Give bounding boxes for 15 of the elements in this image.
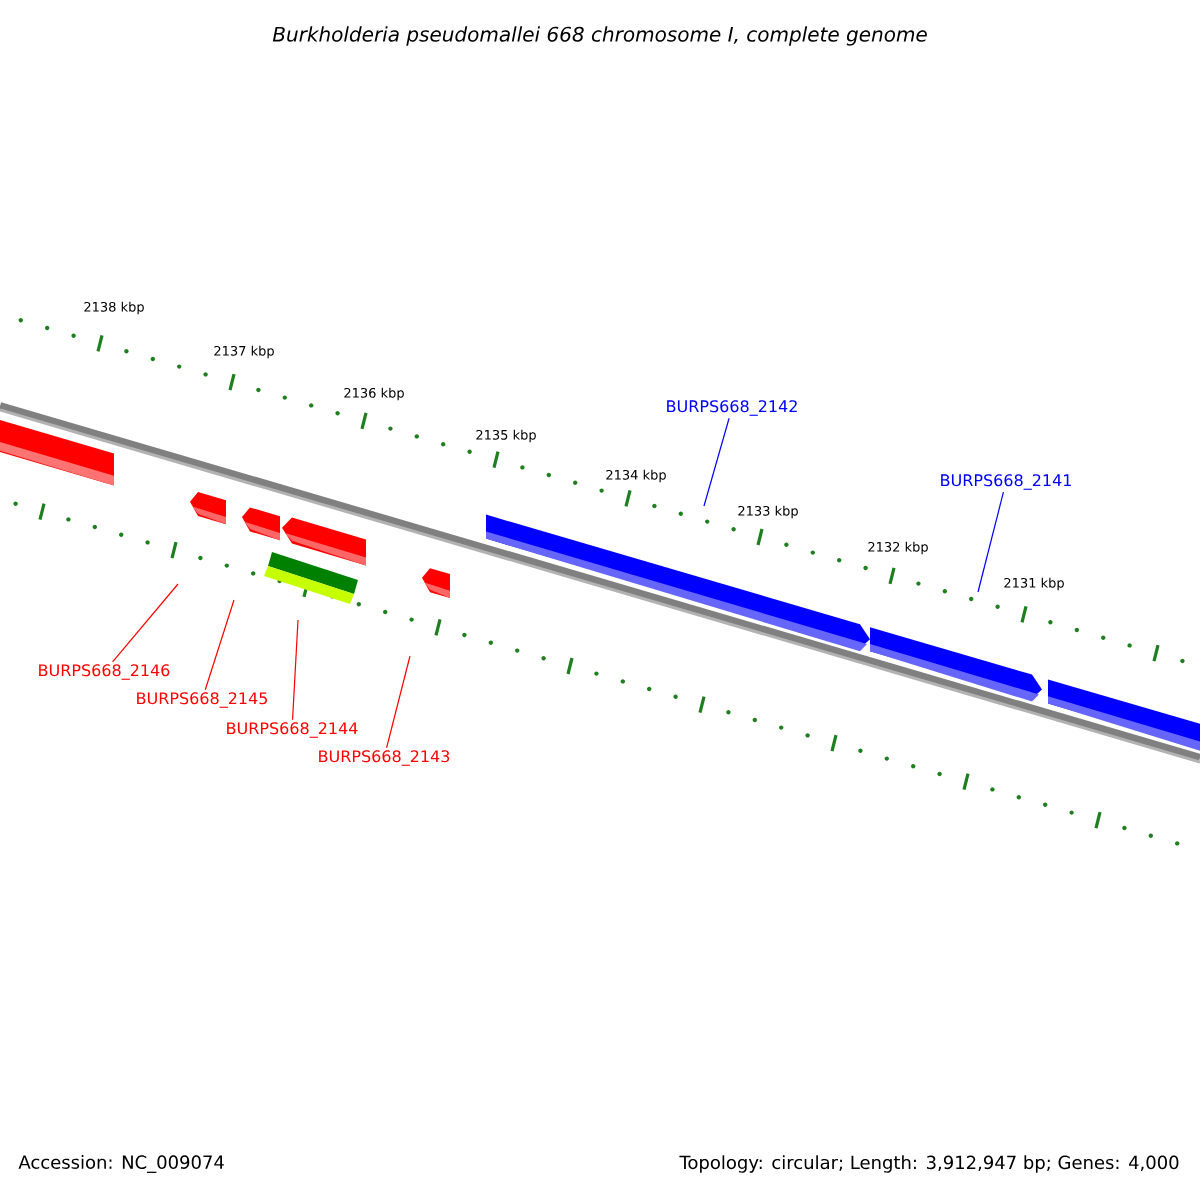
leader-line: [112, 583, 179, 663]
gene-label: BURPS668_2146: [39, 664, 170, 680]
leader-line: [204, 599, 235, 691]
gene-label: BURPS668_2143: [319, 750, 450, 766]
title: Burkholderia pseudomallei 668 chromosome I, complete genome: [272, 26, 927, 46]
leader-line: [291, 619, 299, 721]
gene-label: BURPS668_2144: [227, 722, 358, 738]
gene-label: BURPS668_2141: [941, 474, 1071, 490]
leader-line: [977, 491, 1004, 593]
gene-label: BURPS668_2142: [667, 400, 797, 416]
leader-line: [386, 655, 411, 749]
genome-info-text: Topology: circular; Length: 3,912,947 bp; Genes: 4,000: [679, 1155, 1179, 1173]
accession-text: Accession: NC_009074: [18, 1155, 224, 1173]
gene-label: BURPS668_2145: [137, 692, 267, 708]
leader-line: [703, 417, 730, 507]
